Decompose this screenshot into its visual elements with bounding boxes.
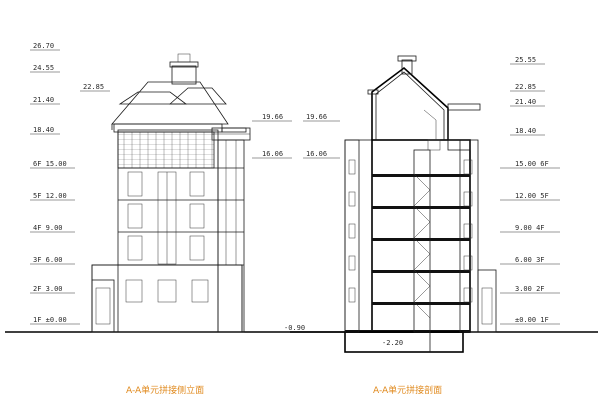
level-label: 1F ±0.00	[33, 316, 67, 324]
level-label: 25.55	[515, 56, 536, 64]
level-label: 19.66	[262, 113, 283, 121]
cross-section	[344, 55, 497, 353]
level-label: 3F 6.00	[33, 256, 63, 264]
level-label: ±0.00 1F	[515, 316, 549, 324]
level-label: 26.70	[33, 42, 54, 50]
level-label: 21.40	[515, 98, 536, 106]
level-label: 15.00 6F	[515, 160, 549, 168]
level-label: 6F 15.00	[33, 160, 67, 168]
level-label: 24.55	[33, 64, 54, 72]
level-label: 3.00 2F	[515, 285, 545, 293]
elevation-levels: 26.70 24.55 22.85 21.40 18.40 19.66 16.0…	[30, 42, 305, 332]
level-label: 19.66	[306, 113, 327, 121]
level-label: 16.06	[262, 150, 283, 158]
level-label: 4F 9.00	[33, 224, 63, 232]
level-label: 22.85	[515, 83, 536, 91]
level-label: 12.00 5F	[515, 192, 549, 200]
section-caption: A-A单元拼接剖面	[373, 384, 442, 396]
level-label: 22.85	[83, 83, 104, 91]
side-elevation	[91, 53, 251, 333]
section-levels: 25.55 22.85 21.40 18.40 19.66 16.06 15.0…	[303, 56, 560, 347]
level-label: 5F 12.00	[33, 192, 67, 200]
level-label: -0.90	[284, 324, 305, 332]
level-label: 9.00 4F	[515, 224, 545, 232]
level-label: 16.06	[306, 150, 327, 158]
level-label: 18.40	[33, 126, 54, 134]
level-label: 2F 3.00	[33, 285, 63, 293]
level-label: 6.00 3F	[515, 256, 545, 264]
elevation-caption: A-A单元拼接侧立面	[126, 384, 204, 396]
level-label: 18.40	[515, 127, 536, 135]
level-label: -2.20	[382, 339, 403, 347]
level-label: 21.40	[33, 96, 54, 104]
